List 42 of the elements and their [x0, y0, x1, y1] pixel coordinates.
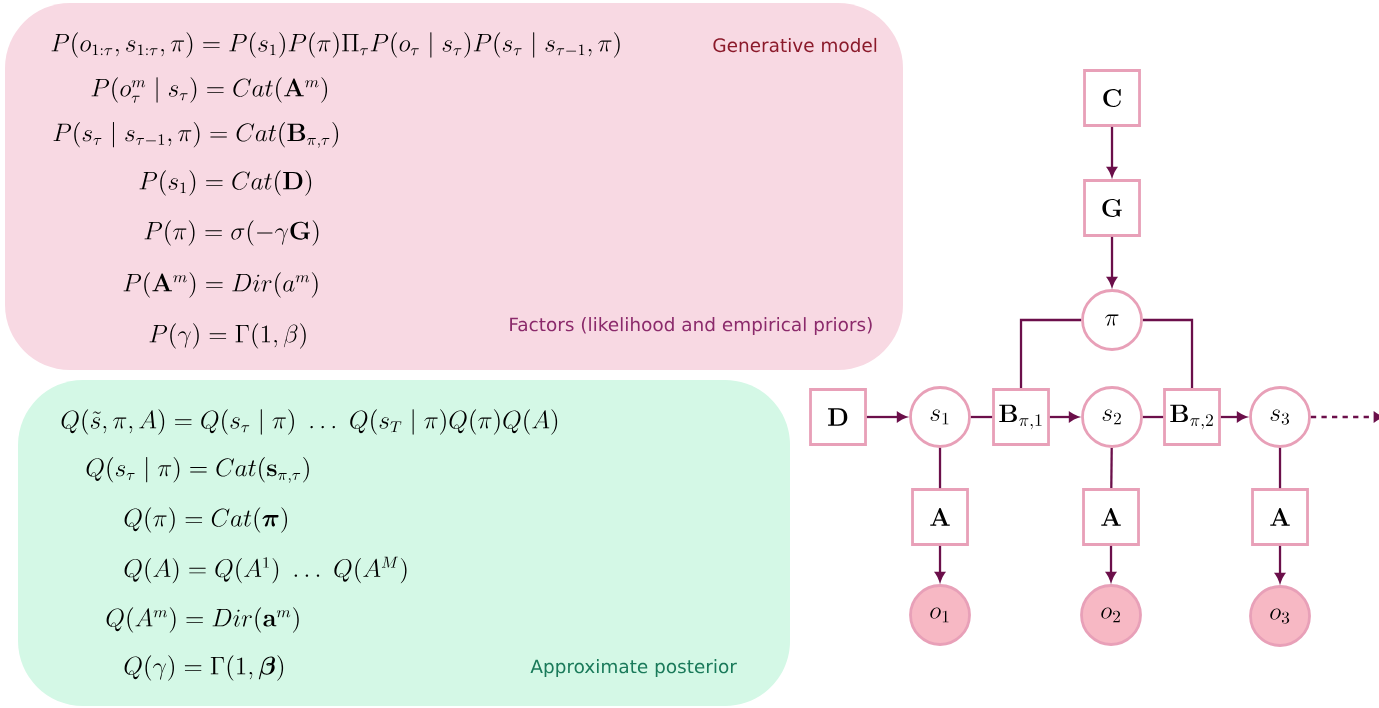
equation: $P(o_\tau^m \mid s_\tau) = Cat(\mathbf{A}^m)$: [91, 77, 328, 103]
equation: $P(\mathbf{A}^m) = Dir(a^m)$: [123, 272, 318, 298]
factor-box: $\mathbf{D}$: [809, 388, 867, 446]
connector-line: [970, 415, 993, 419]
panel-label: Factors (likelihood and empirical priors): [510, 317, 872, 335]
connector-line: [1142, 318, 1194, 389]
connector-line: [1142, 415, 1164, 419]
connector-line: [1278, 447, 1282, 489]
factor-box: $\mathbf{G}$: [1083, 179, 1141, 237]
arrow: [1049, 412, 1079, 422]
equation: $Q(A^m) = Dir(\mathbf{a}^m)$: [106, 607, 299, 633]
arrow: [935, 545, 945, 582]
factor-box: $\mathbf{C}$: [1083, 69, 1141, 127]
connector-line: [1110, 447, 1113, 489]
arrow: [1107, 236, 1117, 287]
arrow: [1220, 412, 1247, 422]
formula-panel: [18, 380, 790, 706]
equation: $Q(\tilde{s}, \pi, A) = Q(s_\tau \mid \pi)\ \dots\ Q(s_T \mid \pi)Q(\pi)Q(A)$: [61, 409, 558, 435]
equation: $P(\gamma) = \Gamma(1, \beta)$: [149, 323, 306, 349]
arrow: [1275, 545, 1285, 583]
factor-box: $\mathbf{B}_{\pi,2}$: [1163, 388, 1221, 446]
equation: $P(s_1) = Cat(\mathbf{D})$: [139, 170, 312, 196]
factor-box: $\mathbf{B}_{\pi,1}$: [992, 388, 1050, 446]
arrow: [1106, 545, 1116, 582]
arrow: [866, 412, 907, 422]
equation: $P(o_{1:\tau}, s_{1:\tau}, \pi) = P(s_1)P(\pi)\Pi_\tau P(o_\tau \mid s_\tau)P(s_\tau \mid s_{\tau-1}, \pi)$: [51, 32, 620, 58]
arrow: [1310, 412, 1379, 422]
connector-line: [938, 447, 942, 489]
factor-box: $\mathbf{A}$: [911, 488, 969, 546]
equation: $Q(\gamma) = \Gamma(1, \boldsymbol{\beta})$: [124, 655, 284, 681]
panel-label: Approximate posterior: [530, 659, 737, 677]
equation: $P(\pi) = \sigma(-\gamma\mathbf{G})$: [144, 220, 319, 246]
equation: $Q(A) = Q(A^1)\ \dots\ Q(A^M)$: [124, 556, 407, 584]
equation: $P(s_\tau \mid s_{\tau-1}, \pi) = Cat(\mathbf{B}_{\pi,\tau})$: [53, 122, 339, 148]
formula-panel: [5, 3, 903, 370]
equation: $Q(s_\tau \mid \pi) = Cat(\mathbf{s}_{\pi,\tau})$: [86, 457, 309, 483]
equation: $Q(\pi) = Cat(\boldsymbol{\pi})$: [124, 507, 288, 533]
factor-box: $\mathbf{A}$: [1251, 488, 1309, 546]
connector-line: [1019, 318, 1082, 389]
arrow: [1107, 126, 1117, 177]
panel-label: Generative model: [713, 37, 877, 53]
factor-box: $\mathbf{A}$: [1082, 488, 1140, 546]
